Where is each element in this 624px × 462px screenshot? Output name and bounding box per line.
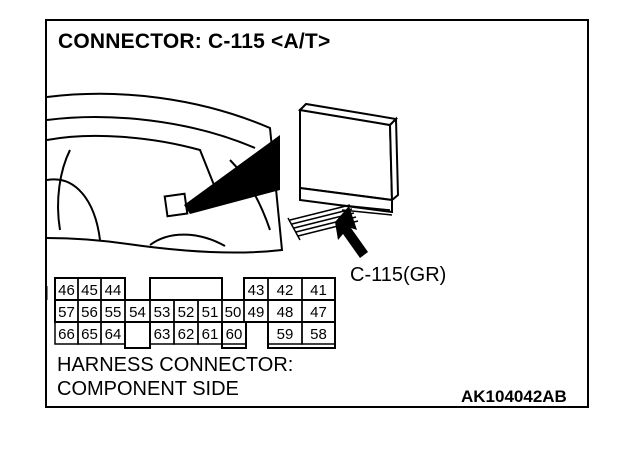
arrow-icon <box>335 206 368 258</box>
figure-code: AK104042AB <box>461 387 567 406</box>
figure-title: CONNECTOR: C-115 <A/T> <box>58 30 331 53</box>
figure-frame <box>45 19 589 408</box>
pin-label: 65 <box>81 326 98 343</box>
ecu-module <box>297 102 400 214</box>
pin-label: 55 <box>105 304 122 321</box>
pin-label: 41 <box>310 282 327 299</box>
pin-label: 58 <box>310 326 327 343</box>
pin-label: 62 <box>178 326 195 343</box>
leader-wedge <box>184 135 280 214</box>
pin-label: 66 <box>58 326 75 343</box>
pin-cell <box>100 321 126 345</box>
pin-label: 63 <box>154 326 171 343</box>
pin-label: 60 <box>226 326 243 343</box>
pin-label: 44 <box>105 282 122 299</box>
pin-label: 42 <box>277 282 294 299</box>
pin-label: 54 <box>129 304 146 321</box>
caption-line-1: HARNESS CONNECTOR: <box>57 354 294 376</box>
caption-line-2: COMPONENT SIDE <box>57 378 239 400</box>
pin-label: 43 <box>248 282 265 299</box>
connector-callout-label: C-115(GR) <box>350 264 447 286</box>
pin-label: 49 <box>248 304 265 321</box>
pin-label: 53 <box>154 304 171 321</box>
pin-grid: 46 45 44 43 42 41 57 56 55 54 53 52 51 50 49 48 47 66 65 64… <box>54 277 336 345</box>
pin-cell <box>221 321 247 345</box>
pin-label: 52 <box>178 304 195 321</box>
pin-label: 61 <box>202 326 219 343</box>
pin-label: 46 <box>58 282 75 299</box>
pin-cell <box>301 321 336 345</box>
pin-label: 50 <box>225 304 242 321</box>
pin-label: 59 <box>277 326 294 343</box>
connector-location <box>163 192 189 218</box>
pin-label: 51 <box>202 304 219 321</box>
pin-label: 48 <box>277 304 294 321</box>
dashboard-drawing <box>46 92 284 254</box>
pin-label: 47 <box>310 304 327 321</box>
pin-label: 45 <box>81 282 98 299</box>
pin-label: 57 <box>58 304 75 321</box>
pin-label: 64 <box>105 326 122 343</box>
pin-label: 56 <box>81 304 98 321</box>
